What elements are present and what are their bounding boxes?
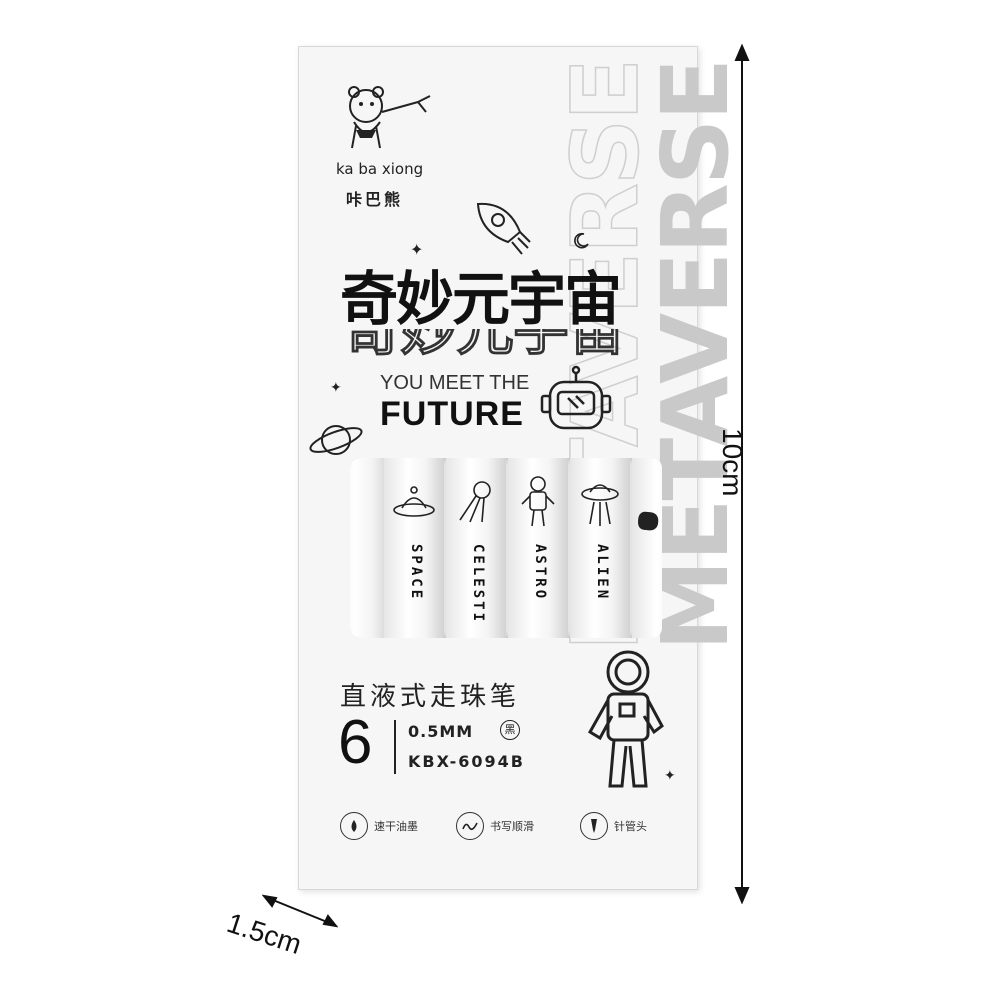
ufo-icon (393, 486, 435, 517)
pen-celestial: CELESTI (446, 458, 506, 638)
satellite-icon (459, 481, 491, 523)
pen-label: ASTRO (532, 544, 548, 602)
tagline-small: YOU MEET THE (380, 372, 530, 394)
brand-latin-text: ka ba xiong (336, 160, 424, 178)
ink-drop-icon (340, 812, 368, 840)
pen-tip-icon (580, 812, 608, 840)
pen-label: ALIEN (594, 544, 610, 602)
model-number: KBX-6094B (408, 752, 525, 771)
pen-space: SPACE (384, 458, 444, 638)
title-shadow: 奇妙元宇宙 (344, 295, 625, 363)
watermark-text: METAVERSE (642, 60, 749, 651)
pen-label: SPACE (408, 544, 424, 602)
star-icon: ✦ (664, 768, 676, 784)
product-type: 直液式走珠笔 (340, 682, 521, 712)
tip-size: 0.5MM (408, 722, 474, 741)
robot-helmet-icon (540, 365, 612, 430)
height-label: 10cm (717, 428, 748, 497)
info-divider (394, 720, 396, 774)
height-dimension-arrow (734, 44, 750, 904)
feature-quick-dry: 速干油墨 (340, 812, 418, 840)
tagline-large: FUTURE (380, 395, 524, 433)
bear-logo-icon (348, 86, 431, 149)
star-icon: ✦ (410, 240, 424, 259)
feature-label: 书写顺滑 (490, 820, 534, 833)
width-dimension-arrow (262, 894, 338, 928)
feature-needle-tip: 针管头 (580, 812, 647, 840)
ink-color-badge: 黑 (500, 720, 520, 740)
pen-count: 6 (338, 708, 373, 777)
feature-smooth-writing: 书写顺滑 (456, 812, 534, 840)
astronaut-icon (587, 650, 664, 788)
brand-chinese-text: 咔巴熊 (346, 190, 404, 209)
pens-window: SPACE CELESTI ASTRO ALIEN (350, 458, 662, 638)
blob-icon (638, 511, 659, 531)
ufo-beam-icon (581, 484, 619, 526)
pen-partial (350, 458, 390, 638)
feature-label: 速干油墨 (374, 820, 418, 833)
pen-astro: ASTRO (508, 458, 568, 638)
moon-icon (574, 232, 589, 249)
rocket-icon (476, 202, 531, 255)
astronaut-small-icon (521, 476, 555, 527)
product-title: 奇妙元宇宙 (340, 265, 622, 333)
star-icon: ✦ (330, 380, 342, 396)
planet-icon (309, 425, 363, 455)
pen-alien: ALIEN (570, 458, 630, 638)
feature-label: 针管头 (614, 820, 647, 833)
wave-line-icon (456, 812, 484, 840)
pen-label: CELESTI (470, 544, 486, 625)
pen-partial (632, 458, 662, 638)
